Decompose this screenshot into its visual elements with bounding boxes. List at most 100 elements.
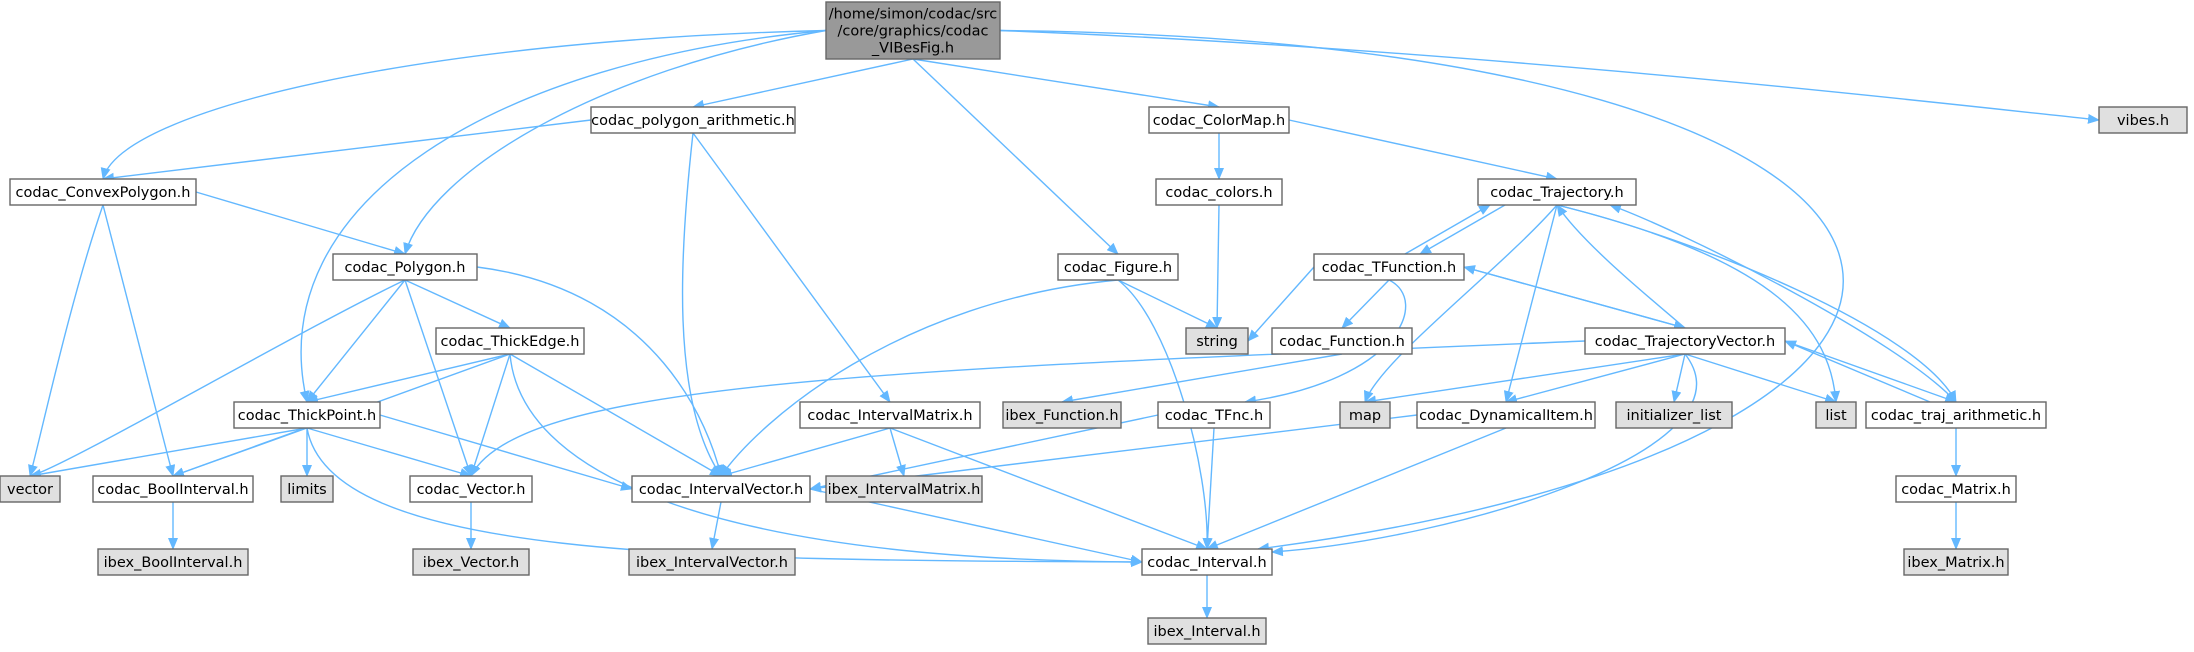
node-polyarith[interactable]: codac_polygon_arithmetic.h xyxy=(590,106,796,134)
edge-trajvector-to-list xyxy=(1684,353,1837,404)
edge-root-to-convexpoly xyxy=(100,29,827,180)
node-label: ibex_Interval.h xyxy=(1153,624,1260,640)
node-ibexinterval[interactable]: ibex_Interval.h xyxy=(1147,617,1267,645)
node-label: codac_polygon_arithmetic.h xyxy=(591,113,795,129)
edge-trajvector-to-interval xyxy=(1271,353,1697,557)
node-ibexintervalvector[interactable]: ibex_IntervalVector.h xyxy=(628,548,796,576)
edge-trajectory-to-trajarith xyxy=(1556,204,1957,403)
node-thickedge[interactable]: codac_ThickEdge.h xyxy=(435,327,585,355)
node-trajarith[interactable]: codac_traj_arithmetic.h xyxy=(1865,401,2047,429)
node-figure[interactable]: codac_Figure.h xyxy=(1057,253,1179,281)
node-box xyxy=(92,475,254,503)
node-ibexintervalmatrix[interactable]: ibex_IntervalMatrix.h xyxy=(825,475,983,503)
node-ibexfunction[interactable]: ibex_Function.h xyxy=(1002,401,1122,429)
edge-tfunction-to-function xyxy=(1341,279,1390,329)
node-label: codac_ThickPoint.h xyxy=(238,408,376,424)
node-root[interactable]: /home/simon/codac/src/core/graphics/coda… xyxy=(825,1,1001,60)
node-vibes[interactable]: vibes.h xyxy=(2098,106,2188,134)
node-label: string xyxy=(1196,334,1238,350)
node-ibexvector[interactable]: ibex_Vector.h xyxy=(412,548,530,576)
node-box xyxy=(1002,401,1122,429)
edge-intervalmatrix-to-intervalvector xyxy=(720,427,891,478)
node-colormap[interactable]: codac_ColorMap.h xyxy=(1148,106,1290,134)
node-ibexboolinterval[interactable]: ibex_BoolInterval.h xyxy=(97,548,249,576)
edge-root-to-polyarith xyxy=(692,58,914,110)
node-boolinterval[interactable]: codac_BoolInterval.h xyxy=(92,475,254,503)
node-label: /home/simon/codac/src xyxy=(829,7,998,23)
node-box xyxy=(1339,401,1391,429)
node-box xyxy=(280,475,334,503)
node-cvector[interactable]: codac_Vector.h xyxy=(409,475,533,503)
edge-thickpoint-to-vector xyxy=(29,427,308,480)
edge-intervalvector-to-ibexintervalvector xyxy=(709,501,722,550)
node-thickpoint[interactable]: codac_ThickPoint.h xyxy=(233,401,381,429)
edge-thickedge-to-interval xyxy=(509,353,1143,567)
node-label: codac_Polygon.h xyxy=(345,260,466,276)
node-initlist[interactable]: initializer_list xyxy=(1615,401,1733,429)
edge-trajarith-to-trajectory xyxy=(1609,203,1957,403)
edge-trajvector-to-trajectory xyxy=(1556,204,1686,329)
edge-root-to-polygon xyxy=(403,29,827,255)
edge-colormap-to-trajectory xyxy=(1288,119,1558,182)
edge-polygon-to-thickpoint xyxy=(306,279,406,403)
node-box xyxy=(1903,548,2009,576)
node-box xyxy=(1865,401,2047,429)
node-map[interactable]: map xyxy=(1339,401,1391,429)
edge-trajvector-to-initlist xyxy=(1671,353,1686,403)
node-interval[interactable]: codac_Interval.h xyxy=(1141,548,1273,576)
edge-tfunction-to-string xyxy=(1247,266,1315,342)
node-label: codac_Trajectory.h xyxy=(1490,185,1623,201)
node-tfnc[interactable]: codac_TFnc.h xyxy=(1157,401,1271,429)
edge-trajectory-to-tfunction xyxy=(1419,204,1506,255)
edge-polygon-to-cvector xyxy=(404,279,473,477)
edge-trajectory-to-map xyxy=(1364,204,1558,403)
node-matrix[interactable]: codac_Matrix.h xyxy=(1895,475,2017,503)
node-limits[interactable]: limits xyxy=(280,475,334,503)
edge-convexpoly-to-boolinterval xyxy=(102,204,176,477)
node-label: codac_Function.h xyxy=(1279,334,1405,350)
edge-trajvector-to-map xyxy=(1364,353,1686,406)
node-box xyxy=(799,401,981,429)
node-polygon[interactable]: codac_Polygon.h xyxy=(332,253,478,281)
node-vector[interactable]: vector xyxy=(0,475,61,503)
edge-root-to-figure xyxy=(912,58,1119,255)
node-trajectory[interactable]: codac_Trajectory.h xyxy=(1477,178,1637,206)
node-list[interactable]: list xyxy=(1815,401,1857,429)
node-box xyxy=(233,401,381,429)
node-box xyxy=(1615,401,1733,429)
node-label: _VIBesFig.h xyxy=(871,41,954,57)
node-label: codac_colors.h xyxy=(1165,185,1272,201)
node-label: codac_Figure.h xyxy=(1064,260,1172,276)
node-function[interactable]: codac_Function.h xyxy=(1271,327,1413,355)
node-dynamicalitem[interactable]: codac_DynamicalItem.h xyxy=(1416,401,1596,429)
node-box xyxy=(97,548,249,576)
edge-trajarith-to-trajvector xyxy=(1784,340,1931,403)
edge-trajectory-to-dynamicalitem xyxy=(1503,204,1558,403)
node-convexpoly[interactable]: codac_ConvexPolygon.h xyxy=(9,178,197,206)
node-tfunction[interactable]: codac_TFunction.h xyxy=(1313,253,1465,281)
node-string[interactable]: string xyxy=(1185,327,1249,355)
node-intervalmatrix[interactable]: codac_IntervalMatrix.h xyxy=(799,401,981,429)
node-box xyxy=(2098,106,2188,134)
node-trajvector[interactable]: codac_TrajectoryVector.h xyxy=(1584,327,1786,355)
node-intervalvector[interactable]: codac_IntervalVector.h xyxy=(631,475,811,503)
edge-thickedge-to-intervalvector xyxy=(509,353,722,477)
edge-function-to-ibexfunction xyxy=(1061,353,1343,406)
node-box xyxy=(1477,178,1637,206)
edge-root-to-colormap xyxy=(912,58,1220,111)
edge-intervalmatrix-to-interval xyxy=(889,427,1208,550)
node-label: codac_TrajectoryVector.h xyxy=(1595,334,1775,350)
node-label: ibex_IntervalMatrix.h xyxy=(828,482,981,498)
node-label: limits xyxy=(287,482,326,498)
edge-layer xyxy=(28,29,2100,619)
node-colors[interactable]: codac_colors.h xyxy=(1155,178,1283,206)
edge-figure-to-intervalvector xyxy=(720,279,1119,477)
edge-intervalmatrix-to-ibexintervalmatrix xyxy=(889,427,906,477)
edge-tfunction-to-trajectory xyxy=(1404,204,1491,255)
node-label: codac_Vector.h xyxy=(417,482,526,498)
edge-thickedge-to-cvector xyxy=(469,353,511,477)
node-ibexmatrix[interactable]: ibex_Matrix.h xyxy=(1903,548,2009,576)
node-label: map xyxy=(1349,408,1381,424)
edge-polyarith-to-intervalvector xyxy=(681,132,722,477)
